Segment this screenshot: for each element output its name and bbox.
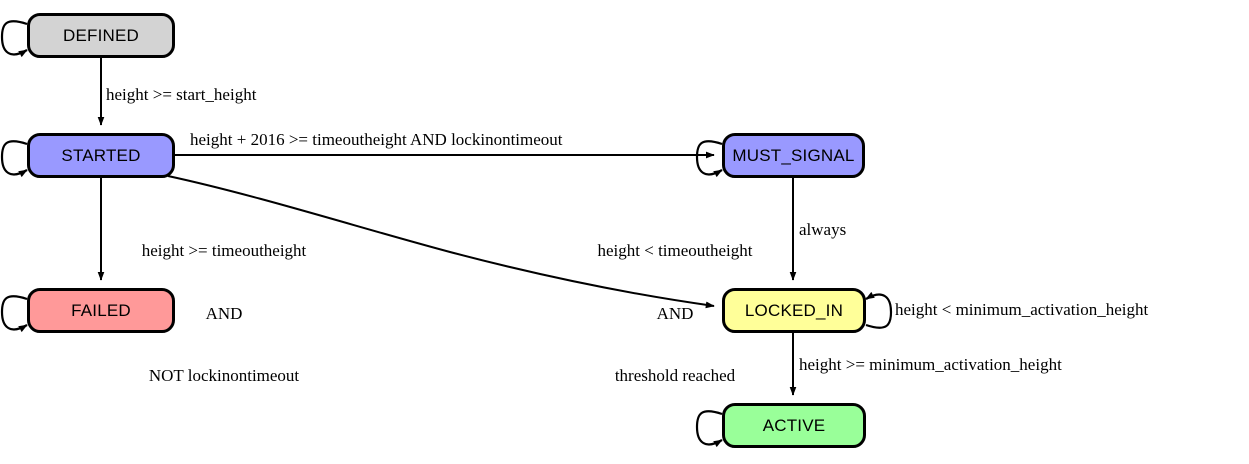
state-node-active[interactable]: ACTIVE: [722, 403, 866, 448]
edge-label-started-failed-line1: height >= timeoutheight: [141, 241, 307, 261]
state-node-must-signal[interactable]: MUST_SIGNAL: [722, 133, 865, 178]
state-label-started: STARTED: [61, 145, 141, 165]
edge-label-locked-in-self-loop: height < minimum_activation_height: [895, 300, 1149, 319]
state-label-must-signal: MUST_SIGNAL: [732, 145, 855, 165]
edge-label-started-locked-line3: threshold reached: [614, 365, 736, 385]
edge-label-locked-in-to-active: height >= minimum_activation_height: [799, 355, 1062, 374]
self-loop-failed: [0, 295, 28, 333]
state-node-defined[interactable]: DEFINED: [27, 13, 175, 58]
state-node-started[interactable]: STARTED: [27, 133, 175, 178]
edge-label-started-locked-line1: height < timeoutheight: [597, 241, 753, 261]
state-label-failed: FAILED: [71, 300, 131, 320]
edge-label-started-failed-line3: NOT lockinontimeout: [148, 365, 300, 385]
self-loop-must-signal: [695, 140, 723, 178]
edge-label-started-to-failed: height >= timeoutheight AND NOT lockinon…: [104, 200, 344, 428]
state-node-locked-in[interactable]: LOCKED_IN: [722, 288, 866, 333]
state-node-failed[interactable]: FAILED: [27, 288, 175, 333]
state-label-locked-in: LOCKED_IN: [744, 300, 844, 320]
self-loop-locked-in: [865, 291, 893, 329]
edge-label-started-to-must-signal: height + 2016 >= timeoutheight AND locki…: [190, 130, 563, 149]
edge-label-started-locked-line2: AND: [656, 303, 694, 323]
self-loop-defined: [0, 20, 28, 58]
self-loop-active: [695, 410, 723, 448]
edge-label-started-to-locked-in: height < timeoutheight AND threshold rea…: [565, 200, 785, 428]
edge-label-must-signal-to-locked-in: always: [799, 220, 847, 239]
edge-label-defined-to-started: height >= start_height: [106, 85, 257, 104]
state-label-active: ACTIVE: [762, 415, 826, 435]
self-loop-started: [0, 140, 28, 178]
state-label-defined: DEFINED: [62, 25, 140, 45]
edge-label-started-failed-line2: AND: [205, 303, 243, 323]
edge-started-to-locked-in: [167, 175, 715, 309]
